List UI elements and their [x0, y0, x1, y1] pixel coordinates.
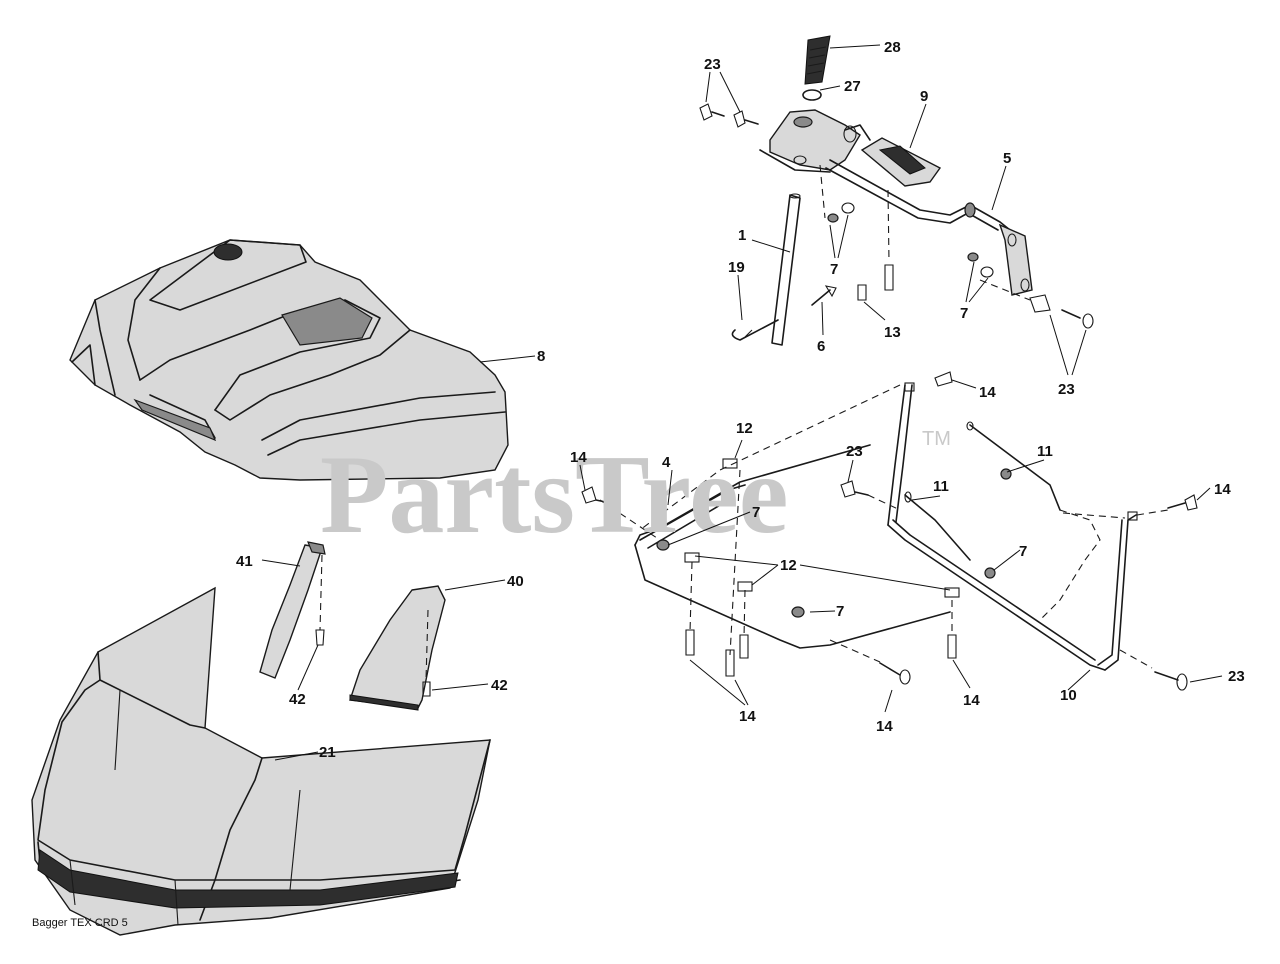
bagger-lid[interactable] — [69, 239, 509, 481]
callout-5: 5 — [1003, 150, 1011, 167]
part-40[interactable] — [349, 585, 446, 711]
callout-13: 13 — [884, 324, 901, 341]
callout-9: 9 — [920, 88, 928, 105]
callout-23-mid: 23 — [846, 443, 863, 460]
part-41[interactable] — [259, 541, 326, 679]
rod-1[interactable] — [771, 193, 801, 346]
bagger-body[interactable] — [31, 586, 491, 936]
callout-6: 6 — [817, 338, 825, 355]
handle-grip[interactable] — [804, 35, 831, 85]
callout-11-right: 11 — [1037, 443, 1053, 460]
mount-bracket[interactable] — [759, 109, 871, 173]
callout-23-bottom: 23 — [1228, 668, 1245, 685]
callout-1: 1 — [738, 227, 746, 244]
frame-10[interactable] — [634, 382, 1138, 671]
link-11[interactable] — [904, 421, 1061, 561]
callout-12-top: 12 — [736, 420, 753, 437]
lid-knob — [213, 243, 243, 261]
callout-40: 40 — [507, 573, 524, 590]
callout-7-mid: 7 — [752, 504, 760, 521]
callout-14-bottom-left: 14 — [739, 708, 756, 725]
bolts-23-right[interactable] — [1029, 294, 1094, 329]
callout-12-mid: 12 — [780, 557, 797, 574]
watermark-text: PartsTree — [320, 433, 789, 557]
callout-14-top: 14 — [979, 384, 996, 401]
callout-27: 27 — [844, 78, 861, 95]
callout-7-right: 7 — [960, 305, 968, 322]
screw-42b[interactable] — [422, 681, 431, 697]
frame-dashes — [599, 384, 1169, 669]
callout-28: 28 — [884, 39, 901, 56]
callout-7-upper: 7 — [830, 261, 838, 278]
callout-21: 21 — [319, 744, 336, 761]
watermark: PartsTree TM — [320, 428, 951, 557]
support-rod-5[interactable] — [825, 159, 1033, 296]
callout-41: 41 — [236, 553, 253, 570]
callout-42-right: 42 — [491, 677, 508, 694]
latch-9[interactable] — [860, 137, 942, 187]
callout-14-far-right: 14 — [1214, 481, 1231, 498]
callout-23-top: 23 — [704, 56, 721, 73]
ring-27[interactable] — [802, 89, 822, 101]
bolt-23-upper[interactable] — [699, 103, 759, 128]
bolts-13[interactable] — [857, 264, 894, 301]
lid-vent — [281, 297, 373, 346]
callout-7-link: 7 — [1019, 543, 1027, 560]
callout-42-left: 42 — [289, 691, 306, 708]
callouts: 28 27 23 9 5 1 19 7 13 6 7 23 8 14 12 14… — [236, 39, 1245, 761]
diagram-reference: Bagger TEX CRD 5 — [32, 917, 128, 929]
leader-lines — [261, 44, 1223, 761]
callout-14-bottom-right: 14 — [963, 692, 980, 709]
screw-42a[interactable] — [315, 629, 325, 646]
bolt-6[interactable] — [811, 285, 837, 306]
callout-23-right: 23 — [1058, 381, 1075, 398]
watermark-trademark: TM — [922, 428, 951, 450]
callout-7-low: 7 — [836, 603, 844, 620]
callout-14-bottom-mid: 14 — [876, 718, 893, 735]
callout-8: 8 — [537, 348, 545, 365]
callout-10: 10 — [1060, 687, 1077, 704]
nuts-7-upper[interactable] — [827, 202, 994, 278]
callout-4: 4 — [662, 454, 671, 471]
callout-19: 19 — [728, 259, 745, 276]
callout-14-left: 14 — [570, 449, 587, 466]
pin-19[interactable] — [731, 319, 779, 341]
callout-11-left: 11 — [933, 478, 949, 495]
